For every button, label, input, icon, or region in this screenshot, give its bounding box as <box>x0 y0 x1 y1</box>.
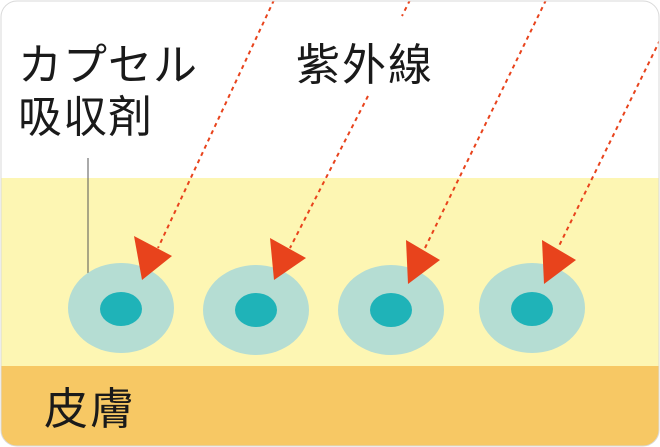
skin-label: 皮膚 <box>44 384 136 435</box>
capsule-core <box>100 292 142 326</box>
uv-ray <box>134 1 275 280</box>
uv-ray-line <box>557 39 659 249</box>
capsule-core <box>370 293 412 327</box>
capsule <box>203 265 309 355</box>
uv-ray-line <box>424 1 547 249</box>
capsule <box>338 265 444 355</box>
uv-ray-line <box>401 1 411 17</box>
uv-ray-line <box>157 1 275 249</box>
uv-label: 紫外線 <box>296 40 434 91</box>
uv-ray-arrowhead <box>270 238 306 280</box>
capsule-absorber-label-line1: カプセル <box>18 40 198 91</box>
uv-ray-arrowhead <box>134 236 172 280</box>
uv-ray-arrowhead <box>542 240 576 284</box>
uv-ray <box>270 95 369 280</box>
uv-ray <box>542 39 659 284</box>
capsule <box>68 263 174 353</box>
capsule <box>479 263 585 353</box>
uv-ray-arrowhead <box>406 240 440 284</box>
capsule-core <box>235 293 277 327</box>
capsule-core <box>511 292 553 326</box>
skin-layer <box>1 366 659 446</box>
uv-ray <box>401 1 547 284</box>
capsule-absorber-label-line2: 吸収剤 <box>18 92 153 143</box>
